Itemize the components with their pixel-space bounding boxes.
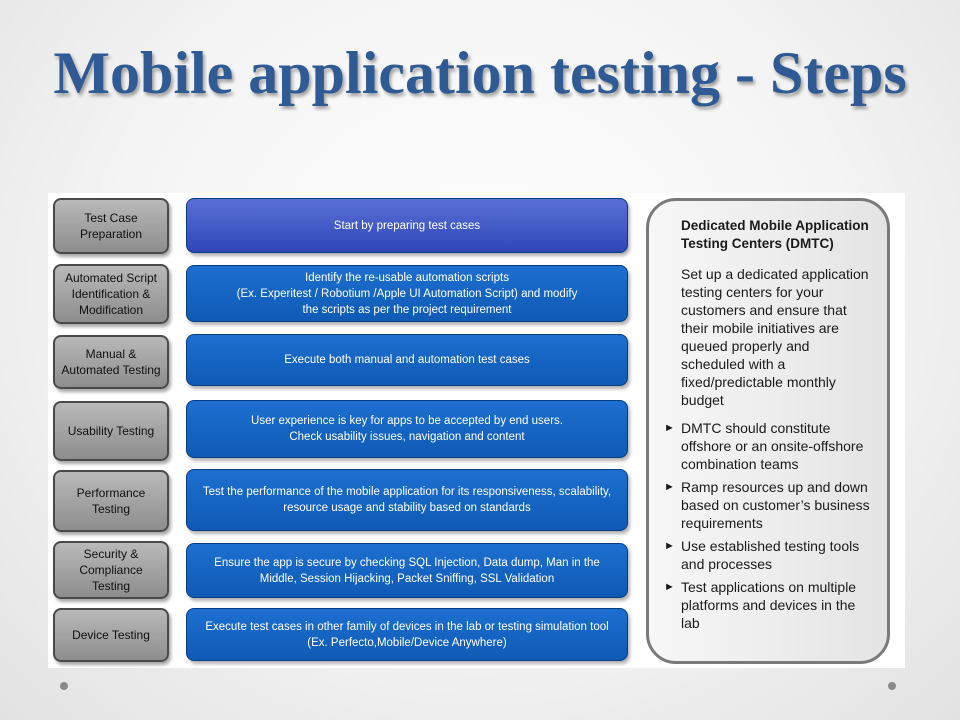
step-description-line: Identify the re-usable automation script… bbox=[305, 271, 509, 284]
step-description-line: Test the performance of the mobile appli… bbox=[202, 486, 612, 498]
step-description-line: User experience is key for apps to be ac… bbox=[251, 415, 563, 427]
step-description-usability: User experience is key for apps to be ac… bbox=[186, 400, 628, 458]
triangle-right-icon: ► bbox=[664, 481, 675, 493]
step-description-line: Execute test cases in other family of de… bbox=[205, 620, 609, 633]
dmtc-title: Dedicated Mobile Application Testing Cen… bbox=[681, 218, 869, 251]
dmtc-bullet: ►Use established testing tools and proce… bbox=[664, 538, 860, 572]
step-description-line: Middle, Session Hijacking, Packet Sniffi… bbox=[259, 572, 555, 585]
step-description-line: (Ex. Perfecto,Mobile/Device Anywhere) bbox=[307, 636, 507, 649]
dmtc-bullet: ►Test applications on multiple platforms… bbox=[664, 579, 857, 631]
step-description-line: (Ex. Experitest / Robotium /Apple UI Aut… bbox=[236, 287, 578, 300]
step-description-script-identification: Identify the re-usable automation script… bbox=[186, 265, 628, 322]
step-description-performance: Test the performance of the mobile appli… bbox=[186, 469, 628, 531]
step-label-security: Security & Compliance Testing bbox=[53, 541, 169, 599]
step-label-performance: Performance Testing bbox=[53, 470, 169, 532]
step-label-device: Device Testing bbox=[53, 608, 169, 662]
step-description-line: the scripts as per the project requireme… bbox=[302, 303, 512, 316]
step-label-manual-automated: Manual & Automated Testing bbox=[53, 335, 169, 389]
triangle-right-icon: ► bbox=[664, 540, 675, 552]
step-description-device: Execute test cases in other family of de… bbox=[186, 608, 628, 661]
dmtc-bullet: ►DMTC should constitute offshore or an o… bbox=[664, 420, 864, 472]
dmtc-callout: Dedicated Mobile Application Testing Cen… bbox=[646, 198, 890, 664]
step-description-line: Start by preparing test cases bbox=[333, 219, 481, 232]
triangle-right-icon: ► bbox=[664, 581, 675, 593]
step-label-script-identification: Automated Script Identification & Modifi… bbox=[53, 264, 169, 324]
page-title: Mobile application testing - Steps bbox=[53, 40, 907, 106]
step-description-manual-automated: Execute both manual and automation test … bbox=[186, 334, 628, 386]
triangle-right-icon: ► bbox=[664, 422, 675, 434]
step-description-line: resource usage and stability based on st… bbox=[283, 502, 531, 514]
nav-dot-icon[interactable] bbox=[60, 682, 68, 690]
dmtc-intro: Set up a dedicated application testing c… bbox=[681, 266, 869, 408]
step-description-line: Execute both manual and automation test … bbox=[284, 354, 530, 366]
step-description-test-case-preparation: Start by preparing test cases bbox=[186, 198, 628, 253]
step-description-line: Check usability issues, navigation and c… bbox=[289, 431, 525, 443]
dmtc-bullet-list: ►DMTC should constitute offshore or an o… bbox=[664, 419, 873, 632]
step-description-line: Ensure the app is secure by checking SQL… bbox=[214, 556, 600, 569]
step-label-test-case-preparation: Test Case Preparation bbox=[53, 198, 169, 254]
logo-watermark bbox=[748, 660, 858, 670]
step-description-security: Ensure the app is secure by checking SQL… bbox=[186, 543, 628, 598]
nav-dot-icon[interactable] bbox=[888, 682, 896, 690]
dmtc-bullet: ►Ramp resources up and down based on cus… bbox=[664, 479, 870, 531]
step-label-usability: Usability Testing bbox=[53, 401, 169, 461]
